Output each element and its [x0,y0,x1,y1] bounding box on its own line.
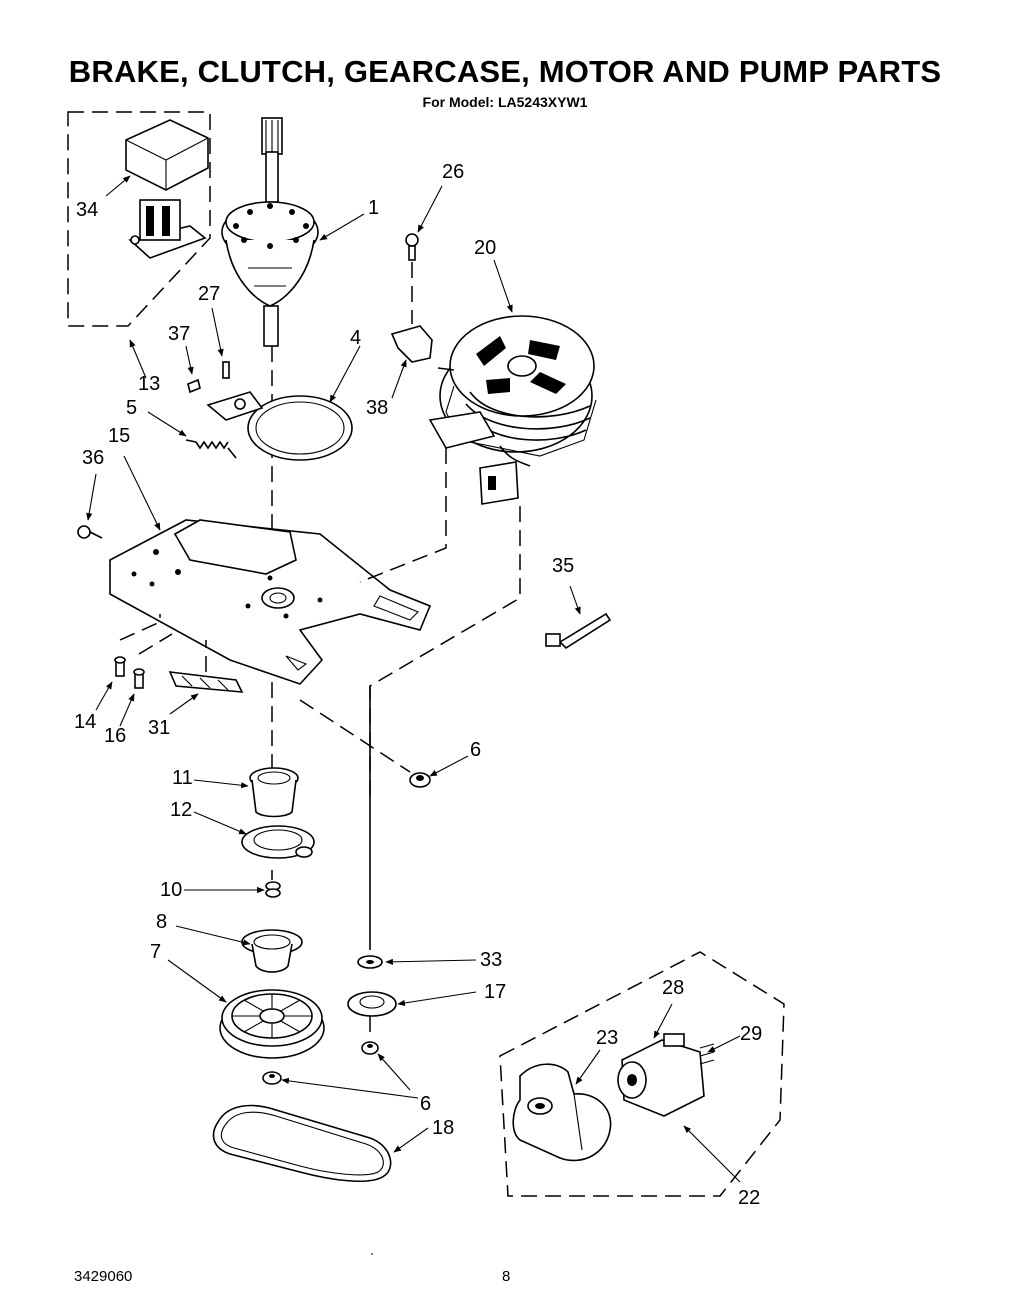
part-10-spring [265,881,281,898]
callout-6-upper: 6 [470,739,481,761]
part-8-clutch-hub [241,929,303,973]
callout-12: 12 [170,799,192,821]
part-4-brake-band [206,391,353,461]
part-1-gearcase [221,117,319,347]
callout-33: 33 [480,949,502,971]
callout-38: 38 [366,397,388,419]
callout-7: 7 [150,941,161,963]
callout-22: 22 [738,1187,760,1209]
part-14-screw [114,656,126,677]
part-29-terminal [699,1043,715,1065]
part-15-base-plate [109,519,432,685]
callout-35: 35 [552,555,574,577]
callout-36: 36 [82,447,104,469]
callout-15: 15 [108,425,130,447]
callout-11: 11 [172,767,193,789]
callout-leaders [86,175,741,1183]
callout-16: 16 [104,725,126,747]
part-36-screw [77,525,103,539]
callout-4: 4 [350,327,361,349]
group-box-22 [499,951,785,1197]
part-5-spring [185,439,237,459]
part-34-switch-assembly [125,119,209,259]
callout-29: 29 [740,1023,762,1045]
part-7-pulley [219,989,325,1059]
callout-18: 18 [432,1117,454,1139]
part-6-nut-lower [262,1071,282,1085]
part-17-pulley [347,991,397,1017]
callout-numbers: 1 26 20 4 38 37 27 5 15 36 13 34 35 6 14… [74,161,762,1209]
part-37-clip [187,378,201,394]
part-31-pad [168,671,244,693]
part-38-bracket [390,325,433,363]
callout-6-lower: 6 [420,1093,431,1115]
callout-28: 28 [662,977,684,999]
part-6-nut-upper [409,772,431,788]
callout-27: 27 [198,283,220,305]
callout-17: 17 [484,981,506,1003]
page-title: BRAKE, CLUTCH, GEARCASE, MOTOR AND PUMP … [68,54,942,89]
callout-14: 14 [74,711,96,733]
part-11-bushing [249,767,299,818]
part-28-pump-motor [617,1033,705,1117]
group-box-34 [67,111,211,327]
callout-20: 20 [474,237,496,259]
document-number: 3429060 [74,1268,133,1285]
callout-31: 31 [148,717,170,739]
part-26-screw [405,233,419,261]
callout-13: 13 [138,373,160,395]
callout-8: 8 [156,911,167,933]
page-number: 8 [502,1268,511,1285]
callout-34: 34 [76,199,98,221]
callout-23: 23 [596,1027,618,1049]
part-18-belt [212,1104,392,1183]
part-20-motor [428,315,597,505]
callout-10: 10 [160,879,182,901]
callout-37: 37 [168,323,190,345]
callout-1: 1 [368,197,379,219]
part-27-pin [222,361,230,379]
callout-5: 5 [126,397,137,419]
part-35-cable-tie [545,612,612,650]
part-6-nut-right [361,1041,379,1055]
part-12-washer [241,825,315,859]
part-23-pump-housing [512,1063,612,1162]
callout-26: 26 [442,161,464,183]
part-16-screw [133,668,145,689]
model-subtitle: For Model: LA5243XYW1 [422,94,588,110]
part-33-washer [357,955,383,969]
